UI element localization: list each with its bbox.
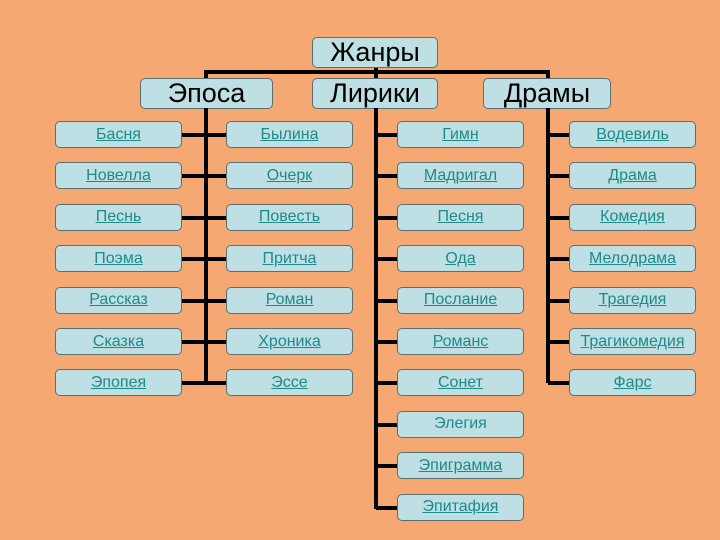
genre-link[interactable]: Повесть <box>226 203 353 231</box>
connector-line <box>376 464 398 469</box>
connector-line <box>182 340 206 344</box>
connector-line <box>204 108 208 383</box>
connector-line <box>182 381 206 386</box>
connector-line <box>374 108 378 509</box>
genre-link[interactable]: Рассказ <box>55 286 182 314</box>
connector-line <box>204 70 208 80</box>
genre-link[interactable]: Элегия <box>397 410 524 438</box>
connector-line <box>548 174 570 179</box>
connector-line <box>548 215 570 220</box>
connector-line <box>376 381 398 386</box>
connector-line <box>546 70 550 80</box>
connector-line <box>548 298 570 303</box>
genre-link[interactable]: Эпиграмма <box>397 452 524 480</box>
connector-line <box>548 381 570 386</box>
genre-link[interactable]: Водевиль <box>569 121 696 148</box>
genre-link[interactable]: Фарс <box>569 369 696 397</box>
connector-line <box>182 298 206 303</box>
genre-link[interactable]: Эпопея <box>55 369 182 397</box>
connector-line <box>206 381 228 386</box>
genre-link[interactable]: Былина <box>226 121 353 148</box>
connector-line <box>182 133 206 137</box>
genre-link[interactable]: Хроника <box>226 328 353 355</box>
title-box: Жанры <box>312 37 438 68</box>
genre-link[interactable]: Трагикомедия <box>569 328 696 355</box>
connector-line <box>548 340 570 344</box>
genre-link[interactable]: Драма <box>569 162 696 190</box>
connector-line <box>206 215 228 220</box>
genre-link[interactable]: Ода <box>397 245 524 273</box>
connector-line <box>182 257 206 262</box>
genre-link[interactable]: Эссе <box>226 369 353 397</box>
connector-line <box>376 174 398 179</box>
genre-link[interactable]: Притча <box>226 245 353 273</box>
genre-link[interactable]: Романс <box>397 328 524 355</box>
genre-link[interactable]: Мелодрама <box>569 245 696 273</box>
genre-link[interactable]: Поэма <box>55 245 182 273</box>
genre-link[interactable]: Роман <box>226 286 353 314</box>
connector-line <box>182 174 206 179</box>
group-header: Эпоса <box>140 78 273 109</box>
connector-line <box>376 133 398 137</box>
group-header: Лирики <box>312 78 438 109</box>
connector-line <box>206 257 228 262</box>
connector-line <box>182 215 206 220</box>
genre-link[interactable]: Сонет <box>397 369 524 397</box>
connector-line <box>548 257 570 262</box>
genre-link[interactable]: Сказка <box>55 328 182 355</box>
connector-line <box>204 70 550 74</box>
genre-link[interactable]: Мадригал <box>397 162 524 190</box>
genre-link[interactable]: Песнь <box>55 203 182 231</box>
connector-line <box>206 340 228 344</box>
genre-link[interactable]: Гимн <box>397 121 524 148</box>
connector-line <box>206 133 228 137</box>
connector-line <box>376 422 398 427</box>
genre-link[interactable]: Басня <box>55 121 182 148</box>
connector-line <box>376 340 398 344</box>
connector-line <box>546 108 550 383</box>
connector-line <box>206 174 228 179</box>
genre-link[interactable]: Послание <box>397 286 524 314</box>
genre-link[interactable]: Песня <box>397 203 524 231</box>
connector-line <box>376 257 398 262</box>
connector-line <box>548 133 570 137</box>
connector-line <box>376 298 398 303</box>
group-header: Драмы <box>483 78 611 109</box>
connector-line <box>376 215 398 220</box>
connector-line <box>376 505 398 510</box>
genre-link[interactable]: Очерк <box>226 162 353 190</box>
genre-link[interactable]: Новелла <box>55 162 182 190</box>
genre-link[interactable]: Эпитафия <box>397 493 524 521</box>
connector-line <box>206 298 228 303</box>
genre-link[interactable]: Комедия <box>569 203 696 231</box>
genre-link[interactable]: Трагедия <box>569 286 696 314</box>
